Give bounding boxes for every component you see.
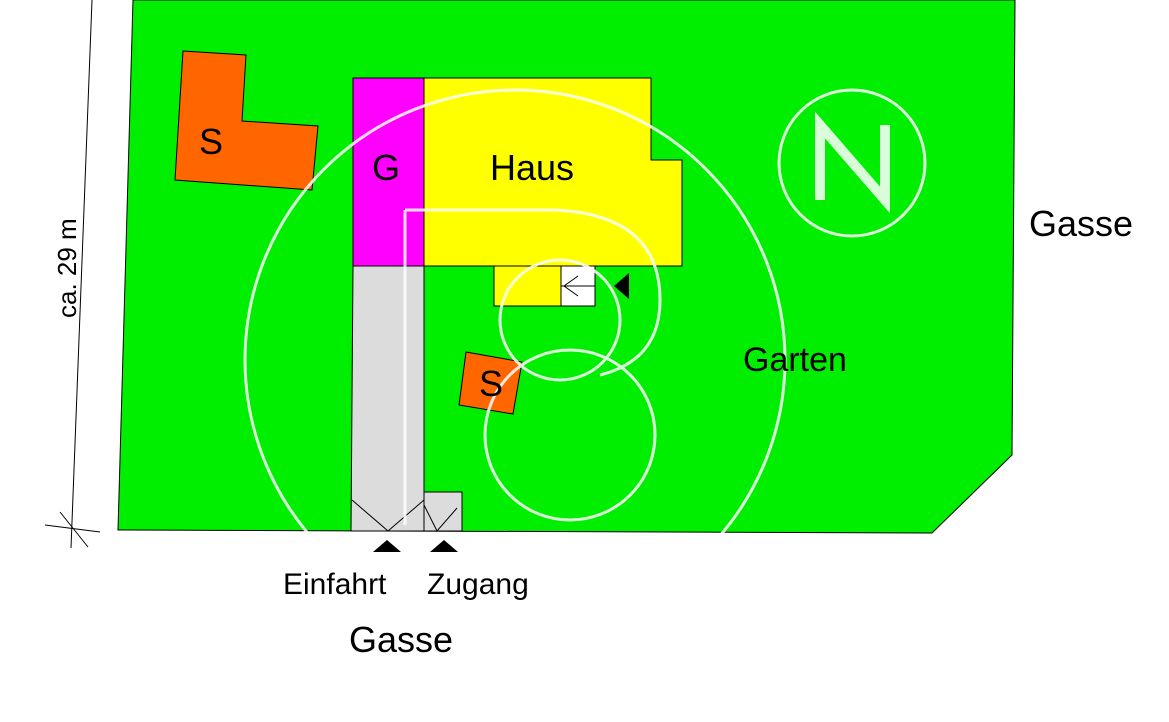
dimension-line	[70, 0, 93, 549]
garage-label: G	[372, 147, 400, 188]
triangle-left-icon	[614, 273, 629, 299]
street-right-label: Gasse	[1029, 203, 1133, 244]
driveway-entry-label: Einfahrt	[283, 568, 387, 601]
driveway-gate	[351, 499, 425, 532]
garden-label: Garten	[743, 341, 847, 379]
house	[423, 77, 683, 267]
house-label: Haus	[490, 147, 574, 188]
shed-1	[174, 50, 319, 191]
shed-2	[458, 351, 523, 415]
foot-access-label: Zugang	[427, 568, 529, 601]
street-bottom-label: Gasse	[349, 619, 453, 660]
b3-logo-watermark	[243, 88, 787, 632]
triangle-up-icon	[430, 540, 458, 552]
n-circle-watermark	[777, 88, 927, 238]
dimension-label: ca. 29 m	[52, 218, 82, 318]
shed-2-label: S	[479, 363, 503, 404]
house-porch	[493, 265, 562, 307]
access-gate	[423, 504, 458, 532]
shed-1-label: S	[199, 121, 223, 162]
triangle-up-icon	[373, 540, 401, 552]
